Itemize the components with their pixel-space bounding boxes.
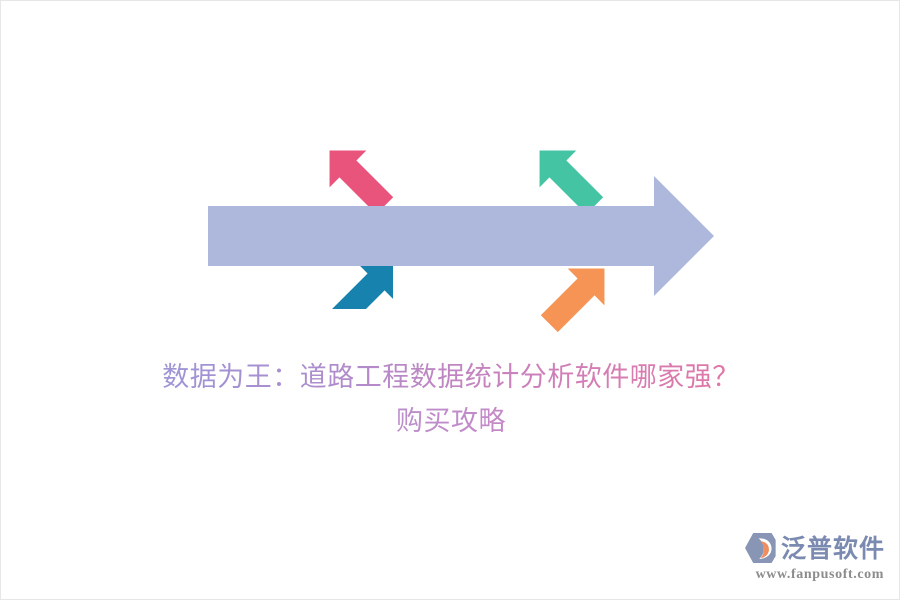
blue-down-right-arrow — [331, 263, 393, 309]
brand-name: 泛普软件 — [780, 533, 885, 563]
teal-up-right-arrow — [539, 150, 604, 215]
page-title: 数据为王：道路工程数据统计分析软件哪家强？ 购买攻略 — [1, 356, 899, 444]
brand-logo: 泛普软件 www.fanpusoft.com — [743, 531, 885, 583]
process-arrows-illustration — [1, 1, 899, 341]
main-right-arrow — [208, 176, 714, 296]
fanpu-hexagon-icon — [745, 533, 776, 563]
brand-logo-row: 泛普软件 — [743, 531, 885, 565]
orange-down-right-arrow — [540, 268, 605, 333]
page-title-line-2: 购买攻略 — [1, 400, 899, 444]
page-title-line-1: 数据为王：道路工程数据统计分析软件哪家强？ — [1, 356, 899, 400]
brand-url: www.fanpusoft.com — [755, 567, 884, 582]
arrows-svg — [208, 150, 714, 333]
pink-up-right-arrow — [329, 150, 394, 215]
